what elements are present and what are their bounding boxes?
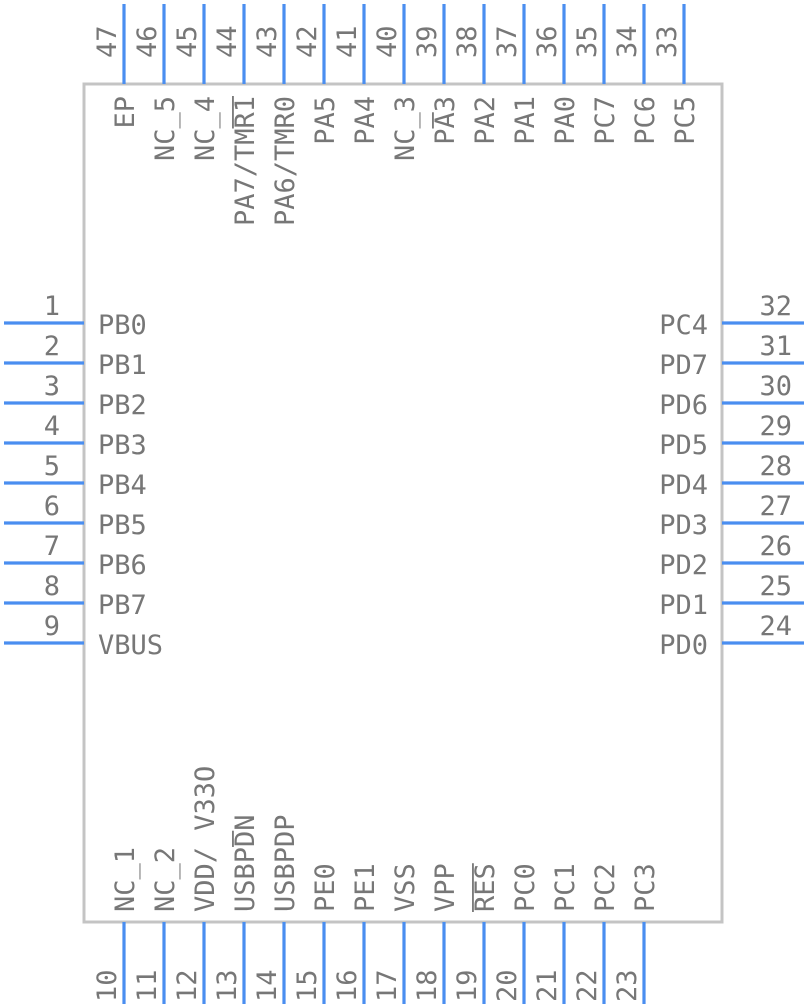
pin-number-19: 19 [452,969,483,1002]
pin-name-pe1: PE1 [350,863,381,912]
pin-number-17: 17 [372,969,403,1002]
pin-number-24: 24 [759,611,792,642]
pin-number-45: 45 [172,25,203,58]
pin-name-pb4: PB4 [98,470,147,501]
pin-name-pd1: PD1 [659,590,708,621]
pin-number-31: 31 [759,331,792,362]
pin-number-42: 42 [292,25,323,58]
pin-name-nc-2: NC_2 [150,847,181,912]
pin-number-40: 40 [372,25,403,58]
pin-number-30: 30 [759,371,792,402]
pin-number-4: 4 [44,411,60,442]
pin-name-pc1: PC1 [550,863,581,912]
pin-name-vss: VSS [390,863,421,912]
pin-number-39: 39 [412,25,443,58]
pin-number-22: 22 [572,969,603,1002]
pin-name-pd2: PD2 [659,550,708,581]
pin-number-5: 5 [44,451,60,482]
pin-number-35: 35 [572,25,603,58]
pin-name-pa4: PA4 [350,96,381,145]
pin-name-pb0: PB0 [98,310,147,341]
pin-number-16: 16 [332,969,363,1002]
pin-name-pd7: PD7 [659,350,708,381]
pin-name-pb5: PB5 [98,510,147,541]
pin-name-pc4: PC4 [659,310,708,341]
pin-name-vbus: VBUS [98,630,163,661]
pin-name-pc0: PC0 [510,863,541,912]
pin-name-nc-5: NC_5 [150,96,181,161]
pin-name-pb2: PB2 [98,390,147,421]
ic-body [82,82,724,924]
pin-number-3: 3 [44,371,60,402]
pin-name-pc2: PC2 [590,863,621,912]
pin-number-15: 15 [292,969,323,1002]
pin-name-pb1: PB1 [98,350,147,381]
pin-name-pd0: PD0 [659,630,708,661]
pin-number-20: 20 [492,969,523,1002]
pin-number-8: 8 [44,571,60,602]
pin-number-38: 38 [452,25,483,58]
pin-name-usbpdp: USBPDP [270,814,301,912]
pin-number-28: 28 [759,451,792,482]
pin-number-23: 23 [612,969,643,1002]
pin-number-34: 34 [612,25,643,58]
pin-name-pa2: PA2 [470,96,501,145]
pin-name-nc-4: NC_4 [190,96,221,161]
pin-name-pa3: PA3 [430,96,461,145]
pin-name-pd3: PD3 [659,510,708,541]
pin-number-12: 12 [172,969,203,1002]
pin-number-1: 1 [44,291,60,322]
pin-name-pc7: PC7 [590,96,621,145]
pin-name-pb6: PB6 [98,550,147,581]
pin-name-pc3: PC3 [630,863,661,912]
pin-name-pa1: PA1 [510,96,541,145]
pin-number-36: 36 [532,25,563,58]
pin-name-pd6: PD6 [659,390,708,421]
pin-name-pb3: PB3 [98,430,147,461]
pin-number-10: 10 [92,969,123,1002]
pin-name-vpp: VPP [430,863,461,912]
pin-number-11: 11 [132,969,163,1002]
pin-name-vdd-v33o: VDD/ V33O [190,766,221,912]
pin-number-43: 43 [252,25,283,58]
pin-name-pc5: PC5 [670,96,701,145]
pins-layer [4,4,804,1004]
pin-name-nc-3: NC_3 [390,96,421,161]
pin-number-44: 44 [212,25,243,58]
pin-number-13: 13 [212,969,243,1002]
pin-name-ep: EP [110,96,141,129]
pin-number-18: 18 [412,969,443,1002]
pin-number-27: 27 [759,491,792,522]
pin-name-res: RES [470,863,501,912]
pin-name-pe0: PE0 [310,863,341,912]
pin-number-25: 25 [759,571,792,602]
pin-number-46: 46 [132,25,163,58]
pin-name-pd4: PD4 [659,470,708,501]
pin-name-pa7-tmr1: PA7/TMR1 [230,96,261,226]
pin-name-pc6: PC6 [630,96,661,145]
pin-number-21: 21 [532,969,563,1002]
pin-name-pa0: PA0 [550,96,581,145]
pin-number-37: 37 [492,25,523,58]
pin-number-2: 2 [44,331,60,362]
pin-number-47: 47 [92,25,123,58]
pin-number-29: 29 [759,411,792,442]
pin-number-7: 7 [44,531,60,562]
pin-number-41: 41 [332,25,363,58]
pin-number-32: 32 [759,291,792,322]
pin-number-26: 26 [759,531,792,562]
pin-name-nc-1: NC_1 [110,847,141,912]
pin-name-usbpdn: USBPDN [230,814,261,912]
pin-number-6: 6 [44,491,60,522]
pin-number-14: 14 [252,969,283,1002]
pin-name-pa5: PA5 [310,96,341,145]
pin-number-33: 33 [652,25,683,58]
pin-name-pb7: PB7 [98,590,147,621]
pin-number-9: 9 [44,611,60,642]
pin-name-pa6-tmr0: PA6/TMR0 [270,96,301,226]
labels-layer: 1PB02PB13PB24PB35PB46PB57PB68PB79VBUS32P… [44,25,792,1002]
pin-name-pd5: PD5 [659,430,708,461]
